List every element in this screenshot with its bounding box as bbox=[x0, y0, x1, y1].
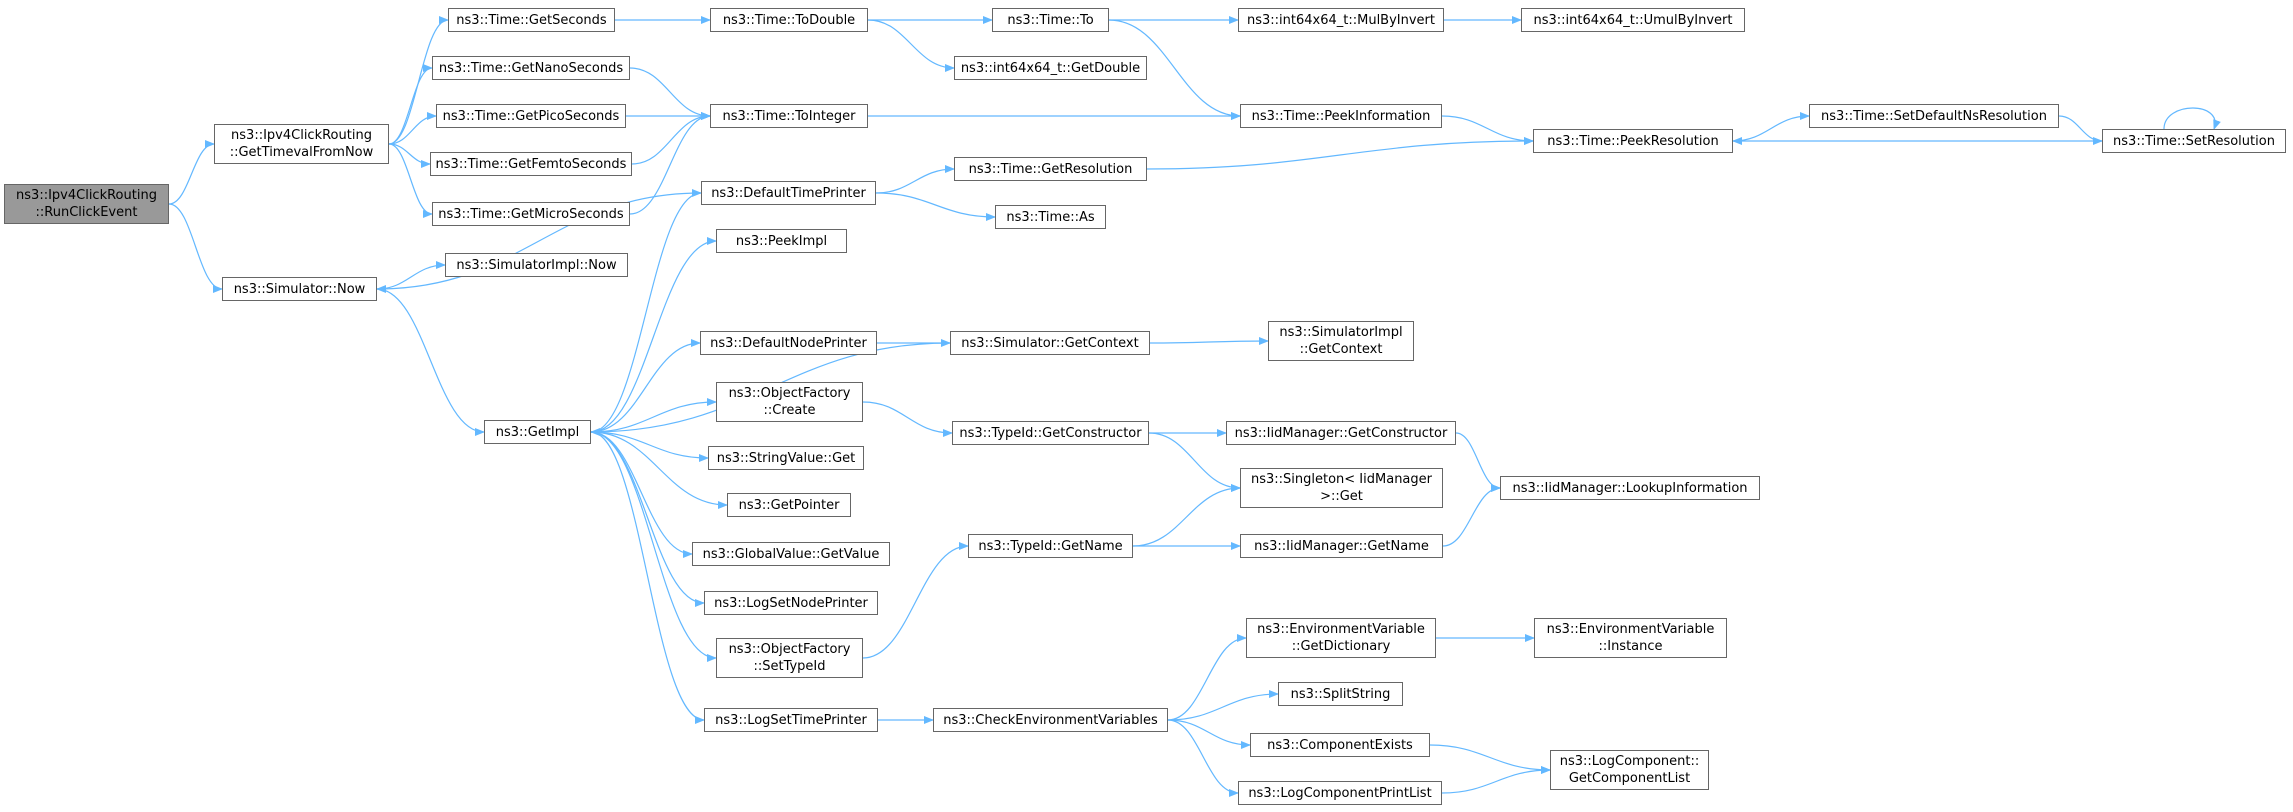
edge-root-to-gtfn bbox=[168, 140, 215, 205]
edge-getimpl-to-lstp bbox=[590, 431, 705, 724]
graph-node-singleton[interactable]: ns3::Singleton< IidManager >::Get bbox=[1240, 468, 1443, 508]
graph-node-sgc[interactable]: ns3::Simulator::GetContext bbox=[950, 331, 1150, 355]
edge-tgc-to-singleton bbox=[1148, 432, 1241, 492]
edge-setres-to-setres bbox=[2163, 107, 2221, 130]
edge-cev-to-lcpl bbox=[1167, 719, 1239, 797]
edge-cev-to-split bbox=[1167, 690, 1279, 721]
graph-node-ofcreate[interactable]: ns3::ObjectFactory ::Create bbox=[716, 382, 863, 422]
edge-cev-to-evgd bbox=[1167, 634, 1247, 721]
edge-root-to-snow bbox=[168, 203, 223, 293]
graph-node-todouble[interactable]: ns3::Time::ToDouble bbox=[710, 8, 868, 32]
graph-node-umulbyinv[interactable]: ns3::int64x64_t::UmulByInvert bbox=[1521, 8, 1745, 32]
edge-sdnr-to-setres bbox=[2058, 115, 2103, 145]
edge-compexists-to-lcgcl bbox=[1429, 744, 1551, 774]
graph-node-dnp[interactable]: ns3::DefaultNodePrinter bbox=[700, 331, 877, 355]
graph-node-peekimpl[interactable]: ns3::PeekImpl bbox=[716, 229, 847, 253]
graph-node-peekinfo[interactable]: ns3::Time::PeekInformation bbox=[1240, 104, 1442, 128]
graph-node-snow[interactable]: ns3::Simulator::Now bbox=[222, 277, 377, 301]
graph-node-peekres[interactable]: ns3::Time::PeekResolution bbox=[1533, 129, 1733, 153]
graph-node-imli[interactable]: ns3::IidManager::LookupInformation bbox=[1500, 476, 1760, 500]
graph-node-imgc[interactable]: ns3::IidManager::GetConstructor bbox=[1226, 421, 1456, 445]
edge-imgc-to-imli bbox=[1455, 432, 1501, 492]
edge-sgc-to-sigc bbox=[1149, 337, 1269, 346]
edge-getimpl-to-dtp bbox=[590, 189, 702, 433]
graph-node-dtp[interactable]: ns3::DefaultTimePrinter bbox=[701, 181, 876, 205]
graph-node-sdnr[interactable]: ns3::Time::SetDefaultNsResolution bbox=[1809, 104, 2059, 128]
edge-getimpl-to-gvget bbox=[590, 431, 693, 558]
edge-getimpl-to-svget bbox=[590, 431, 709, 462]
edge-tgn-to-singleton bbox=[1132, 484, 1241, 547]
graph-node-simpnow[interactable]: ns3::SimulatorImpl::Now bbox=[445, 253, 628, 277]
edge-gmicro-to-tointeger bbox=[629, 112, 711, 215]
graph-node-svget[interactable]: ns3::StringValue::Get bbox=[708, 446, 864, 470]
graph-node-getres[interactable]: ns3::Time::GetResolution bbox=[954, 157, 1147, 181]
edge-peekinfo-to-peekres bbox=[1441, 115, 1534, 145]
edge-dtp-to-snow bbox=[376, 192, 702, 293]
edge-imgn-to-imli bbox=[1442, 484, 1501, 547]
edge-peekres-to-sdnr bbox=[1732, 112, 1810, 142]
graph-node-gsec[interactable]: ns3::Time::GetSeconds bbox=[448, 8, 615, 32]
graph-node-sigc[interactable]: ns3::SimulatorImpl ::GetContext bbox=[1268, 321, 1414, 361]
graph-node-timeas[interactable]: ns3::Time::As bbox=[995, 205, 1106, 229]
edge-dtp-to-getres bbox=[875, 165, 955, 194]
graph-node-setres[interactable]: ns3::Time::SetResolution bbox=[2102, 129, 2286, 153]
edge-gtfn-to-gnano bbox=[388, 64, 433, 145]
graph-node-compexists[interactable]: ns3::ComponentExists bbox=[1250, 733, 1430, 757]
graph-node-evgd[interactable]: ns3::EnvironmentVariable ::GetDictionary bbox=[1246, 618, 1436, 658]
edge-timeto-to-peekinfo bbox=[1108, 19, 1241, 120]
graph-node-getdouble[interactable]: ns3::int64x64_t::GetDouble bbox=[954, 56, 1147, 80]
edge-snow-to-getimpl bbox=[376, 288, 485, 436]
edge-dtp-to-timeas bbox=[875, 192, 996, 221]
edge-snow-to-simpnow bbox=[376, 261, 446, 290]
graph-node-lcgcl[interactable]: ns3::LogComponent:: GetComponentList bbox=[1550, 750, 1709, 790]
graph-node-gnano[interactable]: ns3::Time::GetNanoSeconds bbox=[432, 56, 630, 80]
graph-node-split[interactable]: ns3::SplitString bbox=[1278, 682, 1403, 706]
edge-getimpl-to-getpointer bbox=[590, 431, 728, 509]
edge-gtfn-to-gpico bbox=[388, 112, 437, 145]
graph-node-gvget[interactable]: ns3::GlobalValue::GetValue bbox=[692, 542, 890, 566]
graph-node-mulbyinv[interactable]: ns3::int64x64_t::MulByInvert bbox=[1238, 8, 1444, 32]
graph-node-lstp[interactable]: ns3::LogSetTimePrinter bbox=[704, 708, 878, 732]
edge-getimpl-to-ofcreate bbox=[590, 398, 717, 433]
graph-node-gtfn[interactable]: ns3::Ipv4ClickRouting ::GetTimevalFromNo… bbox=[214, 124, 389, 164]
graph-node-timeto[interactable]: ns3::Time::To bbox=[992, 8, 1109, 32]
graph-node-getimpl[interactable]: ns3::GetImpl bbox=[484, 420, 591, 444]
graph-node-evinst[interactable]: ns3::EnvironmentVariable ::Instance bbox=[1534, 618, 1727, 658]
edge-getres-to-peekres bbox=[1146, 137, 1534, 170]
edge-todouble-to-getdouble bbox=[867, 19, 955, 72]
graph-node-gpico[interactable]: ns3::Time::GetPicoSeconds bbox=[436, 104, 626, 128]
edge-gnano-to-tointeger bbox=[629, 67, 711, 120]
graph-node-root: ns3::Ipv4ClickRouting ::RunClickEvent bbox=[4, 184, 169, 224]
graph-node-gmicro[interactable]: ns3::Time::GetMicroSeconds bbox=[432, 202, 630, 226]
graph-node-ofst[interactable]: ns3::ObjectFactory ::SetTypeId bbox=[716, 638, 863, 678]
edge-getimpl-to-peekimpl bbox=[590, 237, 717, 433]
edge-lcpl-to-lcgcl bbox=[1441, 766, 1551, 794]
graph-node-gfemto[interactable]: ns3::Time::GetFemtoSeconds bbox=[430, 152, 632, 176]
graph-node-tgn[interactable]: ns3::TypeId::GetName bbox=[968, 534, 1133, 558]
graph-node-lsnp[interactable]: ns3::LogSetNodePrinter bbox=[704, 591, 878, 615]
edge-gfemto-to-tointeger bbox=[631, 112, 711, 165]
edge-ofst-to-tgn bbox=[862, 542, 969, 659]
edge-ofcreate-to-tgc bbox=[862, 401, 953, 437]
edge-getimpl-to-dnp bbox=[590, 339, 701, 433]
edge-getimpl-to-ofst bbox=[590, 431, 717, 662]
edge-cev-to-compexists bbox=[1167, 719, 1251, 749]
graph-node-lcpl[interactable]: ns3::LogComponentPrintList bbox=[1238, 781, 1442, 805]
graph-node-imgn[interactable]: ns3::IidManager::GetName bbox=[1240, 534, 1443, 558]
graph-node-getpointer[interactable]: ns3::GetPointer bbox=[727, 493, 851, 517]
edge-gtfn-to-gmicro bbox=[388, 143, 433, 218]
graph-node-cev[interactable]: ns3::CheckEnvironmentVariables bbox=[933, 708, 1168, 732]
graph-node-tointeger[interactable]: ns3::Time::ToInteger bbox=[710, 104, 868, 128]
graph-node-tgc[interactable]: ns3::TypeId::GetConstructor bbox=[952, 421, 1149, 445]
